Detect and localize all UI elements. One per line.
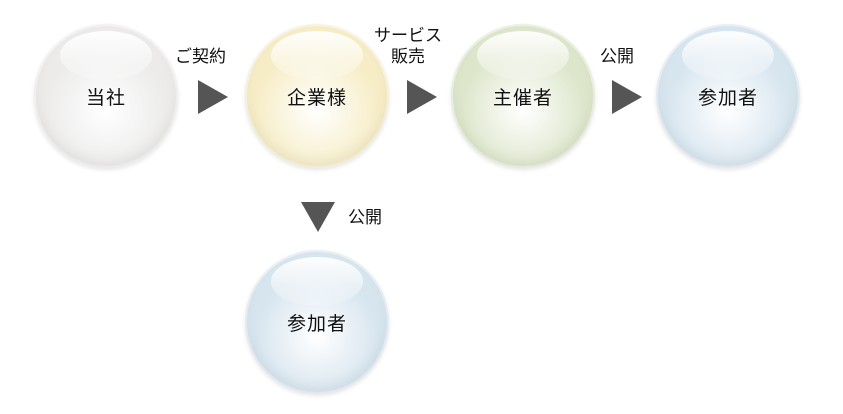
arrow-right-icon	[198, 80, 228, 114]
arrow-down-icon	[301, 202, 335, 232]
node-gloss	[476, 31, 570, 81]
node-participant-right: 参加者	[656, 24, 800, 168]
arrow-right-icon	[612, 80, 642, 114]
node-organizer: 主催者	[451, 24, 595, 168]
node-participant-bottom: 参加者	[245, 250, 389, 394]
node-label-organizer: 主催者	[492, 86, 553, 109]
node-enterprise: 企業様	[245, 24, 389, 168]
node-label-enterprise: 企業様	[286, 86, 347, 109]
node-company: 当社	[34, 24, 178, 168]
node-gloss	[270, 31, 364, 81]
edge-label-publish-right: 公開	[600, 47, 634, 67]
node-label-company: 当社	[85, 86, 126, 109]
arrow-right-icon	[407, 80, 437, 114]
edge-label-service-sale: サービス 販売	[374, 26, 442, 68]
edge-label-contract: ご契約	[175, 47, 226, 67]
edge-label-service-line2: 販売	[391, 47, 425, 67]
node-gloss	[270, 257, 364, 307]
edge-label-publish-down: 公開	[348, 208, 382, 228]
node-gloss	[59, 31, 153, 81]
edge-label-service-line1: サービス	[374, 26, 442, 46]
node-gloss	[681, 31, 775, 81]
node-label-participant-right: 参加者	[697, 86, 758, 109]
node-label-participant-bottom: 参加者	[286, 312, 347, 335]
